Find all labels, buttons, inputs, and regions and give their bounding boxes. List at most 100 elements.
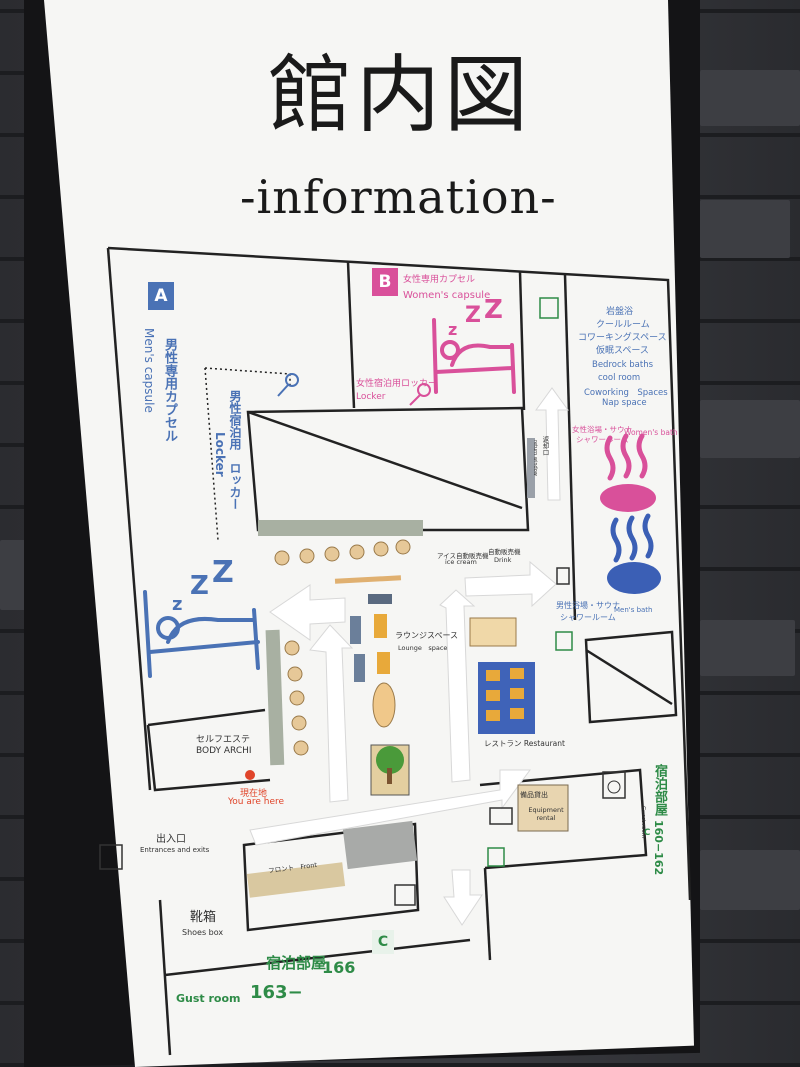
men-bath-icon	[607, 562, 661, 594]
seat	[289, 690, 305, 706]
ice-vending-en: ice cream	[445, 558, 477, 566]
lounge-table	[374, 614, 387, 638]
you-are-here-en: You are here	[228, 797, 285, 807]
women-locker-en: Locker	[356, 392, 386, 402]
women-capsule-jp: 女性専用カプセル	[403, 275, 476, 285]
return-window-jp: 返却口	[541, 436, 549, 456]
washer-drum	[607, 780, 621, 794]
steam	[604, 435, 616, 481]
bench	[334, 575, 402, 584]
wall	[483, 867, 492, 961]
arrow-right	[464, 560, 557, 608]
seat	[293, 740, 309, 756]
return-window-bar	[527, 438, 535, 498]
entrance-en: Entrances and exits	[140, 846, 210, 854]
equipment-rental-box	[517, 784, 569, 832]
guest-room-c-jp: 宿泊部屋	[266, 954, 327, 972]
arrow-up	[535, 387, 569, 501]
seat	[324, 546, 340, 562]
atrium-box	[246, 406, 530, 532]
zzz-icon: Z	[484, 295, 503, 325]
women-locker-jp: 女性宿泊用ロッカー	[356, 379, 438, 389]
brick	[700, 620, 795, 676]
you-are-here-marker	[245, 770, 255, 780]
wall	[346, 261, 356, 409]
restaurant-table	[486, 670, 500, 681]
zzz-icon: Z	[212, 555, 234, 590]
brick	[700, 70, 800, 126]
arrow-down	[443, 869, 483, 926]
women-bath-icon	[600, 484, 656, 512]
key-icon	[417, 383, 431, 397]
exit-icon	[539, 297, 559, 319]
entrance-jp: 出入口	[156, 834, 186, 845]
lounge-table	[368, 594, 392, 604]
arrow-up	[439, 589, 476, 783]
esthe-en: BODY ARCHI	[196, 746, 252, 756]
men-bath-jp2: シャワールーム	[560, 613, 616, 622]
lounge-table	[469, 617, 517, 647]
dashed-path	[204, 367, 291, 385]
tree-icon	[376, 746, 404, 774]
guest-room-c-num-b: 166	[322, 958, 356, 977]
arrow-left	[269, 584, 346, 641]
drink-vending-en: Drink	[494, 556, 512, 564]
oval-table	[372, 682, 396, 728]
zzz-icon: z	[448, 320, 457, 339]
equipment-rental-en: Equipment rental	[528, 806, 564, 822]
bedrock-en-1: Bedrock baths	[592, 360, 654, 370]
restaurant-table	[510, 708, 524, 719]
atrium-diagonal	[247, 410, 523, 510]
lounge-wall-bar	[265, 629, 285, 766]
exit-icon	[99, 844, 123, 870]
seat	[349, 544, 365, 560]
dashed-path	[204, 367, 219, 541]
shoes-box-en: Shoes box	[182, 928, 224, 937]
wheelchair-icon	[394, 884, 416, 906]
lounge-table	[350, 616, 361, 644]
drink-vending-jp: 自動販売機	[488, 548, 521, 556]
zzz-icon: z	[172, 594, 182, 615]
lounge-counter	[258, 520, 423, 536]
return-window-en: return window	[532, 440, 538, 476]
wall	[563, 274, 577, 621]
arrow-up	[309, 624, 354, 803]
men-bath-jp: 男性浴場・サウナ	[556, 601, 620, 610]
front-back	[342, 820, 418, 870]
men-capsule-jp: 男性専用カプセル	[162, 338, 177, 442]
brick	[700, 850, 800, 910]
key-icon	[285, 373, 299, 387]
men-bed-icon	[143, 590, 152, 678]
restaurant-table	[510, 688, 524, 699]
lounge-table	[377, 652, 390, 674]
restaurant-table	[486, 710, 500, 721]
zone-c-badge-right: C	[643, 828, 651, 838]
equipment-rental-jp: 備品貸出	[520, 791, 548, 799]
zzz-icon: Z	[465, 303, 481, 328]
guest-room-r-jp: 宿泊部屋	[652, 764, 667, 816]
tree-trunk	[387, 768, 392, 784]
arrow-right	[249, 769, 531, 846]
smoking-icon	[489, 807, 513, 825]
zone-b-badge: B	[372, 268, 398, 296]
men-locker-jp: 男性宿泊用 ロッカー	[228, 390, 242, 510]
ice-vending-jp: アイス自動販売機	[437, 552, 489, 560]
women-bath-jp2: シャワールーム	[576, 435, 629, 444]
brick	[700, 400, 800, 458]
wall	[164, 938, 471, 977]
guest-room-r-en: Guest room	[640, 806, 646, 839]
seat	[274, 550, 290, 566]
restaurant-table	[510, 668, 524, 679]
seat	[287, 666, 303, 682]
wall	[518, 271, 526, 411]
seat	[373, 541, 389, 557]
seat	[291, 715, 307, 731]
steam	[610, 517, 622, 563]
front-desk	[246, 862, 346, 898]
lounge-en: Lounge space	[398, 644, 448, 652]
esthe-room	[146, 724, 271, 792]
men-bath-en: Men's bath	[614, 606, 653, 614]
bedrock-jp-3: コワーキングスペース	[578, 333, 667, 343]
restaurant-label: レストラン Restaurant	[484, 739, 565, 748]
